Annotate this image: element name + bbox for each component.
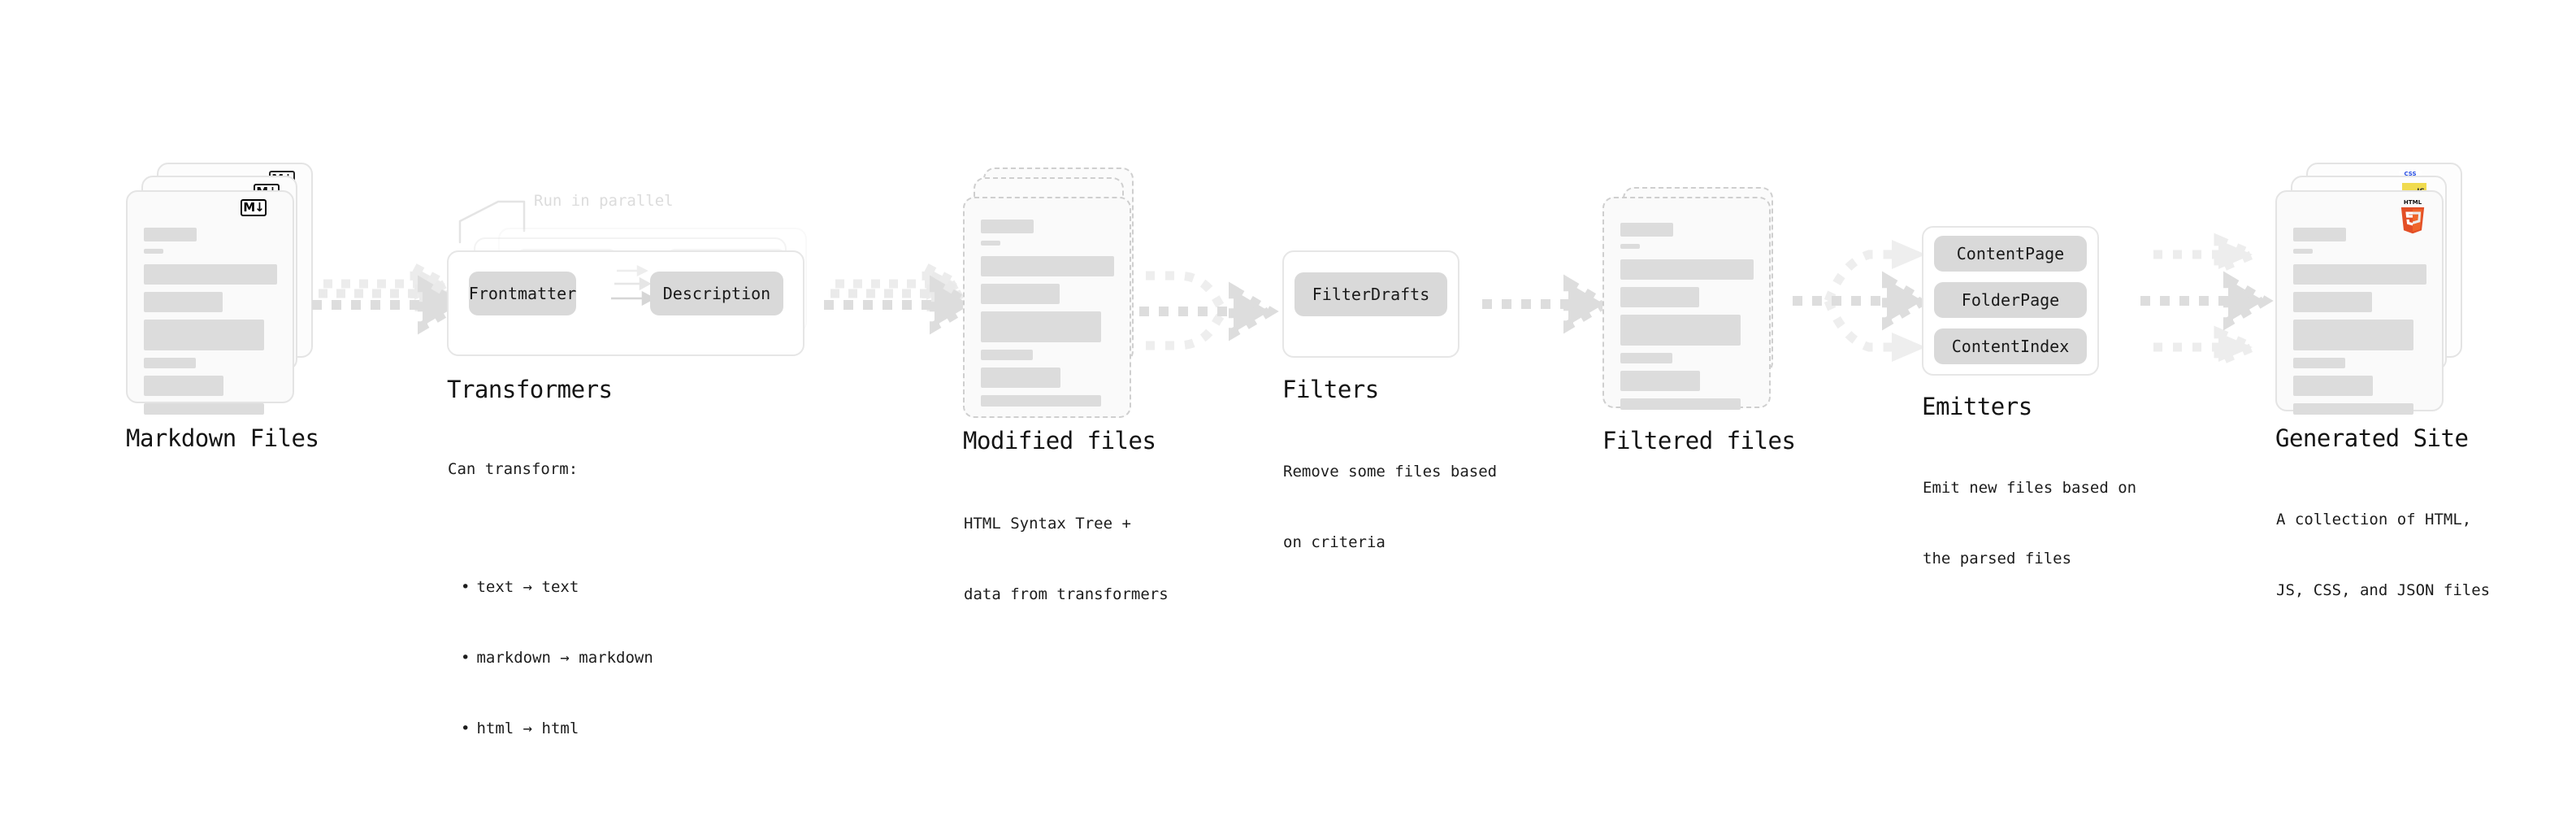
modified-files-desc-line2: data from transformers: [964, 585, 1169, 603]
content-bar: [2293, 264, 2426, 285]
content-bar: [144, 264, 277, 285]
modified-files-title: Modified files: [963, 427, 1156, 454]
markdown-card-content: [144, 228, 278, 422]
content-bar: [2293, 403, 2413, 415]
transformers-desc-list: text → text markdown → markdown html → h…: [448, 528, 653, 788]
content-bar: [144, 320, 264, 350]
arrow-filtered-to-emitters-split: [1793, 240, 1932, 362]
content-bar: [144, 376, 223, 396]
markdown-files-stack: M↓ M↓ M↓: [126, 163, 313, 415]
content-bar: [1620, 244, 1640, 249]
parallel-bracket: [458, 200, 526, 244]
site-card-content: [2293, 228, 2427, 422]
generated-site-title: Generated Site: [2275, 424, 2469, 452]
content-bar: [2293, 249, 2313, 254]
markdown-icon: M↓: [241, 199, 267, 216]
content-bar: [1620, 315, 1741, 346]
transformers-title: Transformers: [447, 376, 613, 403]
arrow-filters-to-filtered: [1482, 274, 1614, 334]
content-bar: [2293, 228, 2346, 241]
generated-site-desc-line1: A collection of HTML,: [2276, 511, 2472, 528]
svg-text:HTML: HTML: [2404, 198, 2422, 206]
arrow-markdown-to-transformers: [312, 259, 468, 335]
transformers-desc-item: html → html: [461, 717, 653, 741]
markdown-files-title: Markdown Files: [126, 424, 319, 452]
content-bar: [981, 350, 1033, 360]
content-bar: [144, 228, 197, 241]
content-bar: [144, 403, 264, 415]
content-bar: [1620, 371, 1700, 391]
filters-description: Remove some files based on criteria: [1283, 413, 1497, 602]
generated-site-stack: CSS JS HTML: [2275, 163, 2470, 415]
transformers-stage: Run in parallel Frontmatter Description: [447, 192, 829, 366]
emitters-stage: ContentPage FolderPage ContentIndex: [1922, 226, 2109, 381]
arrow-modified-to-filters-merge: [1139, 271, 1279, 350]
filtered-files-title: Filtered files: [1602, 427, 1796, 454]
filtered-files-stack: [1602, 187, 1789, 423]
diagram-canvas: M↓ M↓ M↓ Markdown Files: [0, 0, 2576, 681]
modified-files-desc-line1: HTML Syntax Tree +: [964, 515, 1131, 533]
run-in-parallel-note: Run in parallel: [534, 192, 674, 210]
content-bar: [981, 284, 1060, 304]
emitter-chip-folderpage[interactable]: FolderPage: [1934, 282, 2087, 318]
arrow-transformers-to-modified: [824, 259, 980, 335]
arrow-emitters-to-site: [2140, 233, 2274, 369]
content-bar: [981, 220, 1034, 233]
emitters-description: Emit new files based on the parsed files: [1923, 429, 2136, 618]
content-bar: [981, 395, 1101, 407]
content-bar: [981, 367, 1060, 388]
filters-desc-line1: Remove some files based: [1283, 463, 1498, 481]
content-bar: [981, 256, 1114, 276]
content-bar: [144, 358, 196, 368]
transformers-desc-intro: Can transform:: [448, 460, 579, 478]
transformers-desc-item: text → text: [461, 576, 653, 599]
filters-desc-line2: on criteria: [1283, 533, 1386, 551]
content-bar: [1620, 223, 1673, 237]
filter-chip-filterdrafts[interactable]: FilterDrafts: [1295, 272, 1447, 316]
content-bar: [2293, 358, 2345, 368]
html5-icon: HTML: [2400, 198, 2425, 234]
content-bar: [144, 292, 223, 312]
content-bar: [2293, 320, 2413, 350]
content-bar: [981, 241, 1000, 246]
filtered-card-content: [1620, 223, 1754, 417]
content-bar: [981, 311, 1101, 342]
modified-files-description: HTML Syntax Tree + data from transformer…: [964, 465, 1169, 654]
emitters-title: Emitters: [1922, 393, 2032, 420]
content-bar: [1620, 353, 1672, 363]
content-bar: [144, 249, 163, 254]
content-bar: [2293, 292, 2372, 312]
transformer-internal-arrows: [611, 264, 656, 307]
modified-card-content: [981, 220, 1115, 414]
emitters-desc-line2: the parsed files: [1923, 550, 2072, 568]
content-bar: [1620, 259, 1754, 280]
content-bar: [1620, 398, 1741, 410]
transformer-chip-frontmatter[interactable]: Frontmatter: [469, 272, 576, 315]
transformer-chip-description[interactable]: Description: [650, 272, 783, 315]
generated-site-description: A collection of HTML, JS, CSS, and JSON …: [2276, 461, 2490, 650]
emitter-chip-contentindex[interactable]: ContentIndex: [1934, 328, 2087, 364]
transformers-description: Can transform: text → text markdown → ma…: [448, 411, 653, 835]
transformers-desc-item: markdown → markdown: [461, 646, 653, 670]
content-bar: [1620, 287, 1699, 307]
filters-title: Filters: [1282, 376, 1379, 403]
emitters-desc-line1: Emit new files based on: [1923, 479, 2137, 497]
emitter-chip-contentpage[interactable]: ContentPage: [1934, 236, 2087, 272]
content-bar: [2293, 376, 2373, 396]
generated-site-desc-line2: JS, CSS, and JSON files: [2276, 581, 2491, 599]
filters-stage: FilterDrafts: [1282, 250, 1461, 364]
modified-files-stack: [963, 163, 1150, 423]
